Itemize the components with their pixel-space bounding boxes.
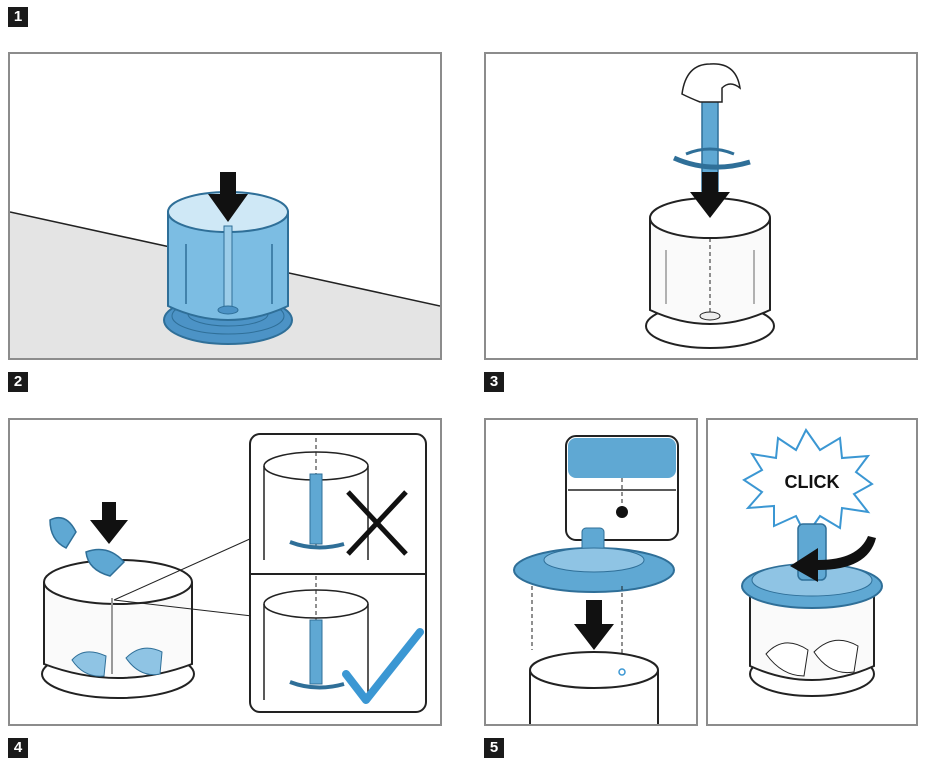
step-badge-2: 2 bbox=[8, 372, 28, 392]
insert-blade-illustration bbox=[645, 63, 775, 349]
step-badge-5: 5 bbox=[484, 738, 504, 758]
panel-insert-blade bbox=[484, 52, 918, 360]
place-lid-illustration bbox=[513, 435, 679, 724]
step-badge-1: 1 bbox=[8, 7, 28, 27]
panel-add-food bbox=[8, 418, 442, 726]
add-food-illustration bbox=[41, 433, 427, 713]
step-badge-4: 4 bbox=[8, 738, 28, 758]
bowl-on-surface-illustration bbox=[10, 172, 440, 358]
click-label: CLICK bbox=[784, 472, 840, 492]
lock-lid-illustration bbox=[741, 428, 883, 697]
step-badge-3: 3 bbox=[484, 372, 504, 392]
panel-place-lid bbox=[484, 418, 698, 726]
panel-place-bowl bbox=[8, 52, 442, 360]
panel-lock-lid: CLICK bbox=[706, 418, 918, 726]
